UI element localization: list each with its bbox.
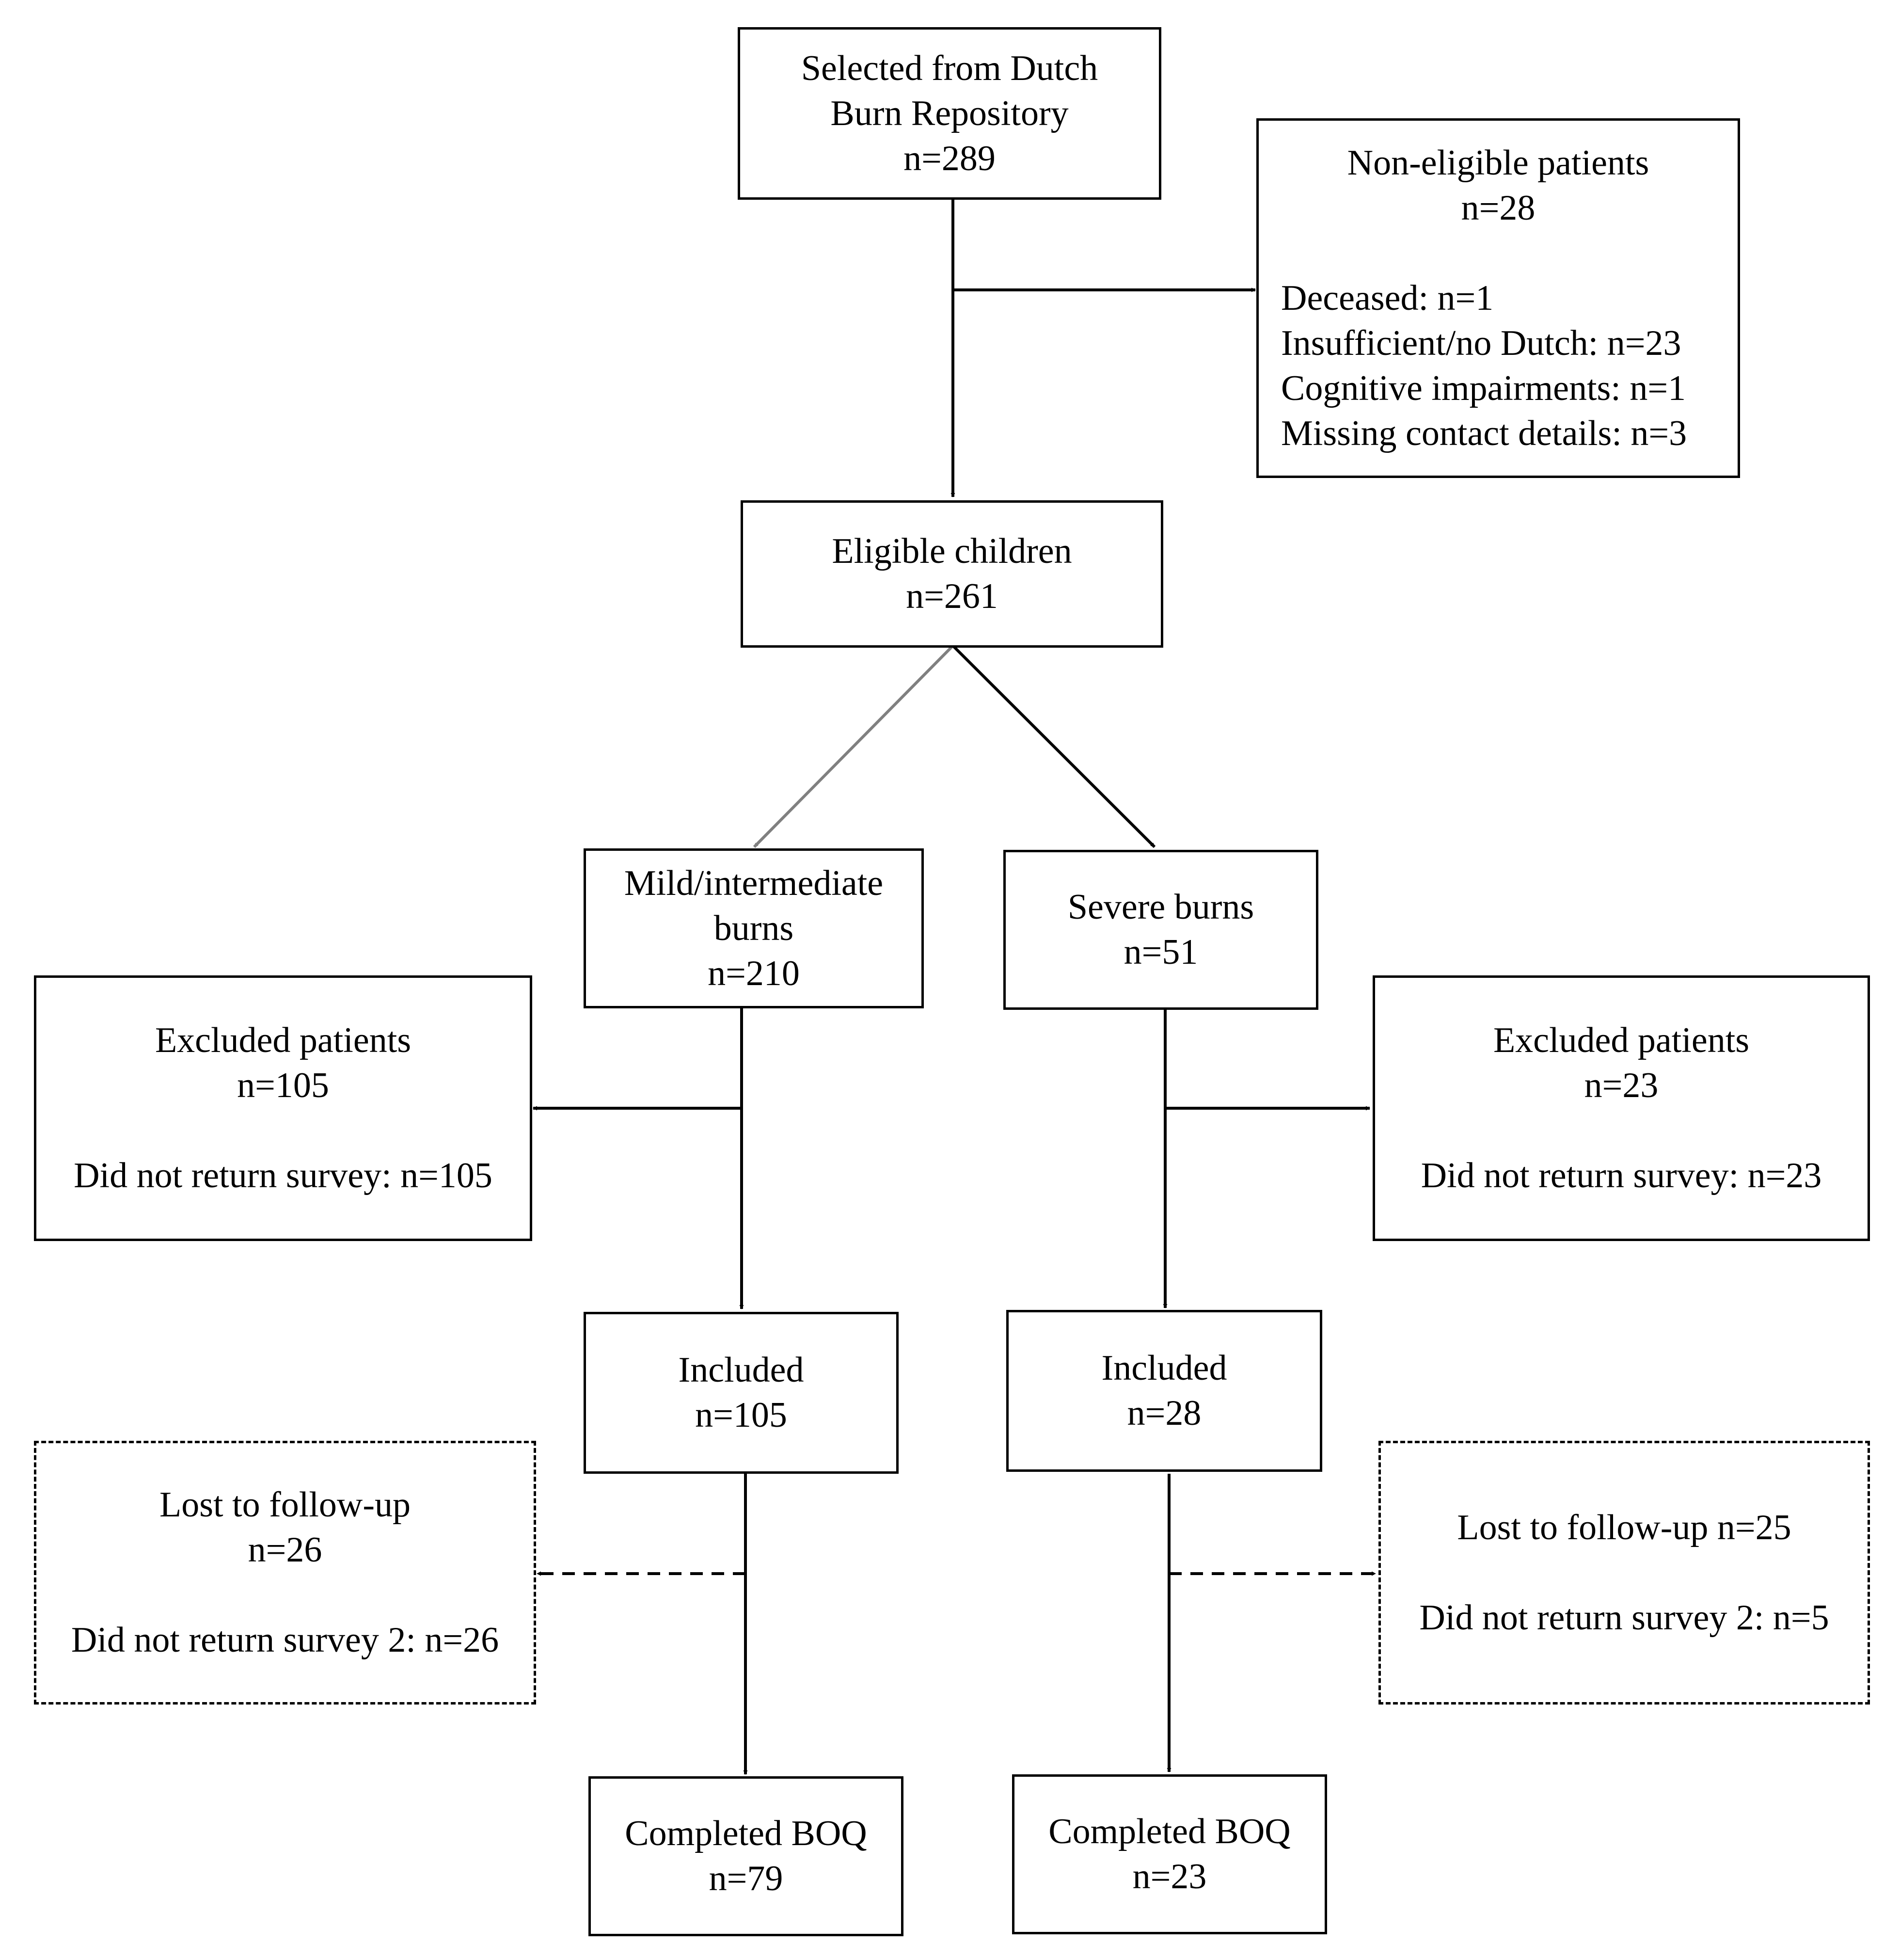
excluded-mild-box: Excluded patients n=105 Did not return s… (34, 975, 532, 1241)
excluded-mild-reason: Did not return survey: n=105 (74, 1156, 492, 1195)
lost-mild-reason: Did not return survey 2: n=26 (71, 1620, 499, 1660)
lost-severe-reason: Did not return survey 2: n=5 (1419, 1597, 1829, 1638)
lost-mild-title: Lost to follow-up (159, 1485, 411, 1525)
non-eligible-box: Non-eligible patients n=28 Deceased: n=1… (1256, 118, 1740, 478)
included-mild-title: Included (678, 1350, 804, 1390)
lost-follow-up-severe-box: Lost to follow-up n=25 Did not return su… (1378, 1441, 1870, 1705)
non-eligible-count: n=28 (1461, 188, 1536, 228)
mild-burns-box: Mild/intermediate burns n=210 (584, 848, 924, 1008)
lost-mild-count: n=26 (248, 1530, 322, 1570)
excluded-severe-title: Excluded patients (1493, 1020, 1750, 1060)
selected-box: Selected from Dutch Burn Repository n=28… (738, 27, 1161, 200)
lost-severe-title: Lost to follow-up n=25 (1457, 1507, 1791, 1547)
excluded-mild-count: n=105 (237, 1066, 329, 1105)
severe-title: Severe burns (1067, 887, 1254, 927)
eligible-box: Eligible children n=261 (741, 500, 1163, 648)
completed-boq-mild-box: Completed BOQ n=79 (588, 1776, 903, 1936)
selected-count: n=289 (903, 138, 996, 178)
excluded-severe-reason: Did not return survey: n=23 (1421, 1156, 1822, 1195)
included-mild-count: n=105 (695, 1395, 787, 1435)
completed-boq-severe-box: Completed BOQ n=23 (1012, 1774, 1327, 1934)
reason-insufficient-dutch: Insufficient/no Dutch: n=23 (1281, 323, 1681, 363)
selected-title-line-1: Selected from Dutch (801, 48, 1098, 88)
excluded-mild-title: Excluded patients (155, 1020, 412, 1060)
mild-title-line-2: burns (713, 908, 794, 948)
completed-mild-title: Completed BOQ (625, 1814, 867, 1853)
selected-title-line-2: Burn Repository (830, 93, 1069, 133)
severe-burns-box: Severe burns n=51 (1003, 850, 1318, 1010)
arrow-eligible-to-severe (951, 644, 1156, 848)
included-mild-box: Included n=105 (584, 1312, 899, 1474)
included-severe-count: n=28 (1127, 1393, 1202, 1433)
completed-mild-count: n=79 (709, 1859, 783, 1898)
arrow-eligible-to-mild (753, 644, 954, 848)
completed-severe-title: Completed BOQ (1048, 1812, 1291, 1851)
lost-follow-up-mild-box: Lost to follow-up n=26 Did not return su… (34, 1441, 536, 1705)
reason-missing-contact: Missing contact details: n=3 (1281, 413, 1687, 453)
eligible-title: Eligible children (832, 531, 1072, 571)
excluded-severe-box: Excluded patients n=23 Did not return su… (1373, 975, 1870, 1241)
severe-count: n=51 (1124, 932, 1198, 972)
included-severe-box: Included n=28 (1006, 1310, 1322, 1472)
excluded-severe-count: n=23 (1584, 1066, 1659, 1105)
included-severe-title: Included (1101, 1348, 1227, 1388)
mild-title-line-1: Mild/intermediate (624, 863, 884, 903)
eligible-count: n=261 (906, 576, 998, 616)
completed-severe-count: n=23 (1132, 1857, 1207, 1896)
non-eligible-title: Non-eligible patients (1347, 143, 1649, 183)
reason-deceased: Deceased: n=1 (1281, 278, 1494, 318)
mild-count: n=210 (708, 953, 800, 993)
reason-cognitive-impairments: Cognitive impairments: n=1 (1281, 368, 1686, 408)
